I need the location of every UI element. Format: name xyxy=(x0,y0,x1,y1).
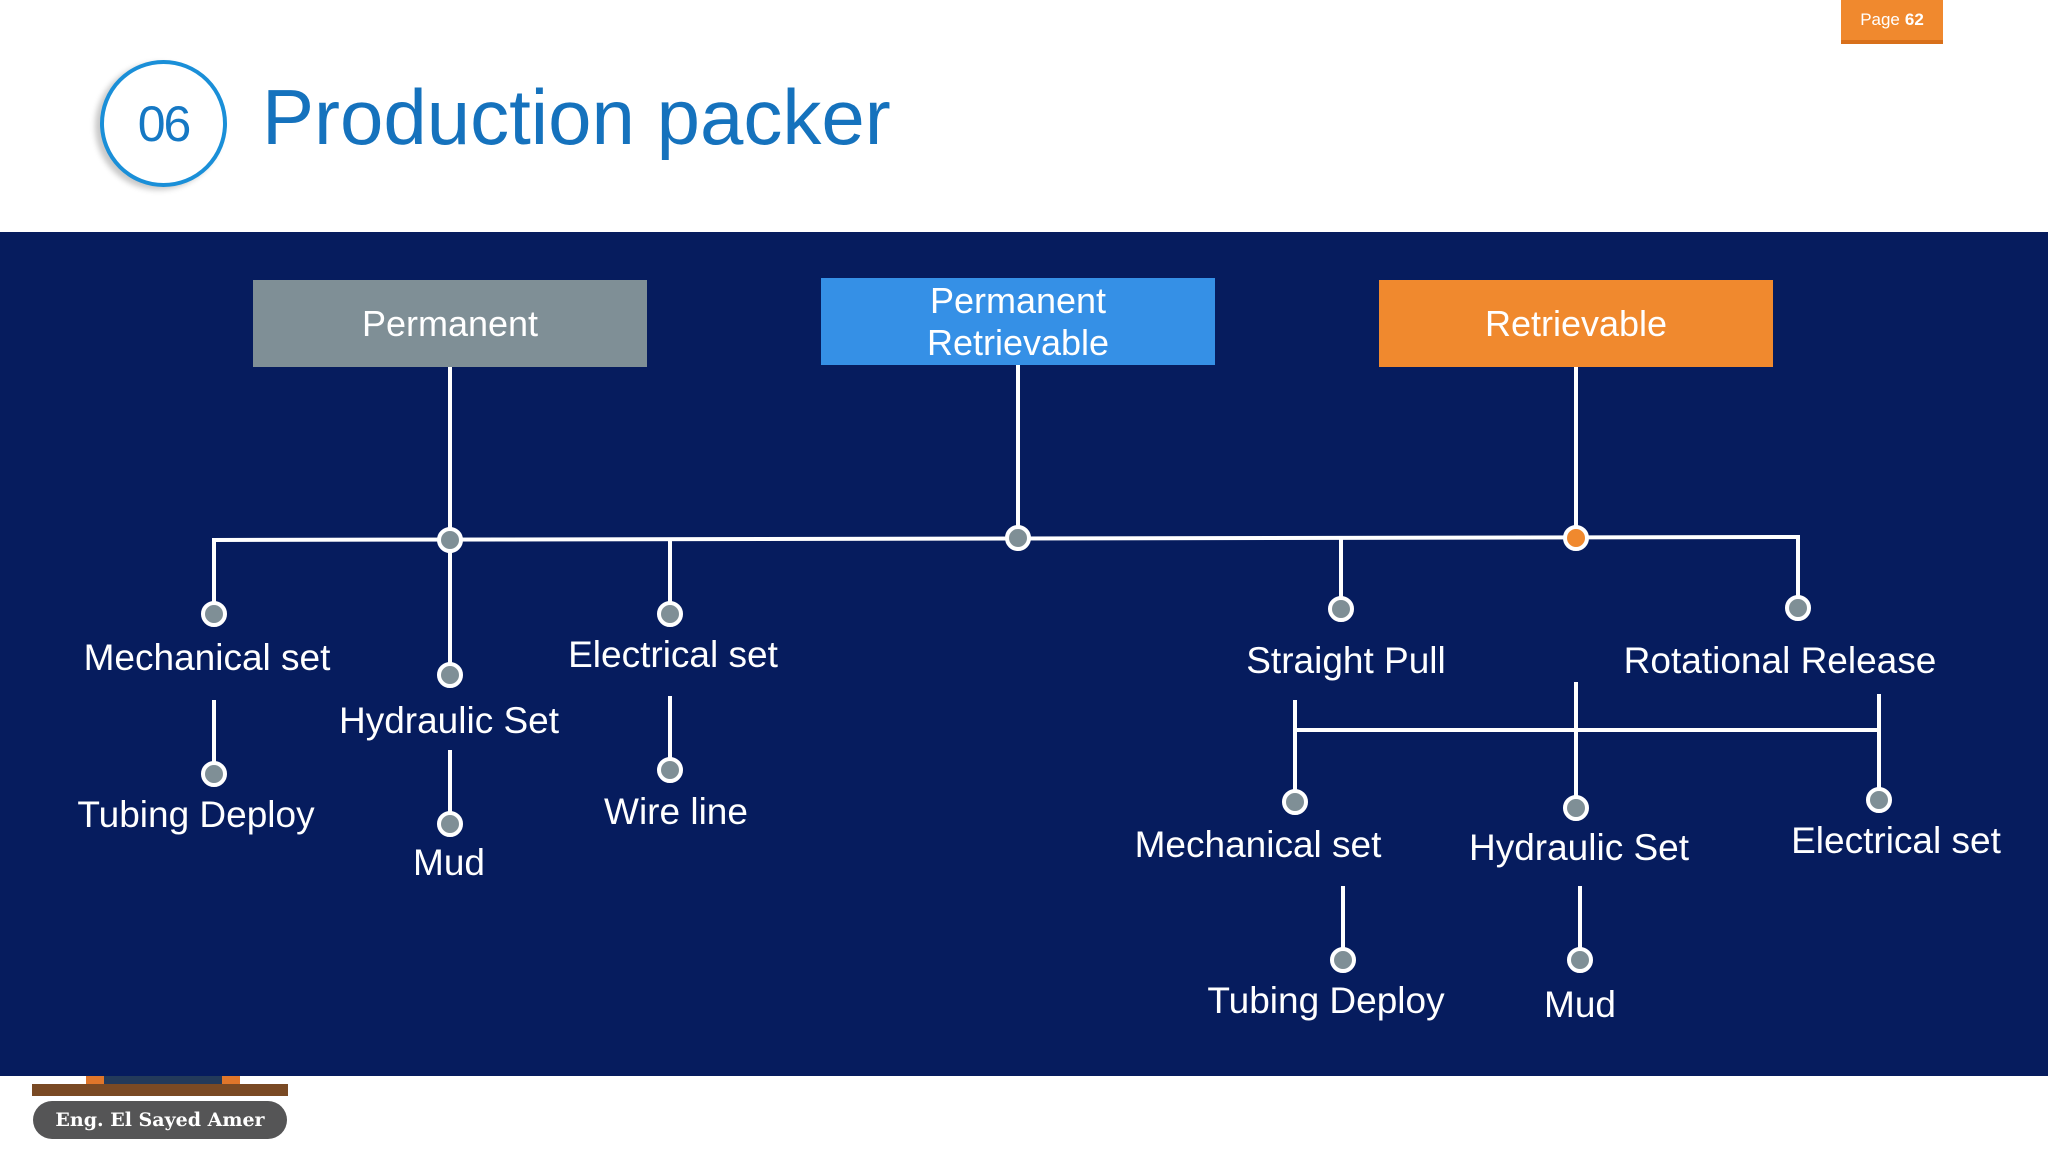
node-mechanical-set xyxy=(201,601,227,627)
label-sub-tubing-deploy: Tubing Deploy xyxy=(1207,980,1445,1021)
node-mud xyxy=(437,811,463,837)
page-number: 62 xyxy=(1904,10,1924,29)
label-sub-hydraulic-set: Hydraulic Set xyxy=(1468,827,1690,868)
label-hydraulic-set: Hydraulic Set xyxy=(338,700,560,741)
footer-tab-right xyxy=(222,1076,240,1084)
label-wire-line: Wire line xyxy=(604,791,748,832)
node-sub-hydraulic-set xyxy=(1563,795,1589,821)
node-wire-line xyxy=(657,757,683,783)
node-sub-tubing-deploy xyxy=(1330,947,1356,973)
label-mechanical-set: Mechanical set xyxy=(83,637,331,678)
footer-decoration xyxy=(32,1076,288,1098)
diagram-panel: Permanent Permanent Retrievable Retrieva… xyxy=(0,232,2048,1076)
label-sub-electrical-set: Electrical set xyxy=(1791,820,2001,861)
author-badge: Eng. El Sayed Amer xyxy=(33,1101,287,1139)
category-permanent-retrievable: Permanent Retrievable xyxy=(821,278,1215,365)
footer-bar xyxy=(32,1084,288,1096)
node-permanent-junction xyxy=(437,527,463,553)
label-tubing-deploy: Tubing Deploy xyxy=(77,794,315,835)
category-permanent: Permanent xyxy=(253,280,647,367)
node-permanent-retrievable-junction xyxy=(1005,525,1031,551)
label-sub-mud: Mud xyxy=(1544,984,1616,1025)
section-number-circle: 06 xyxy=(100,60,227,187)
page-label: Page xyxy=(1860,10,1900,29)
node-sub-mechanical-set xyxy=(1282,789,1308,815)
node-hydraulic-set xyxy=(437,662,463,688)
label-mud: Mud xyxy=(413,842,485,883)
node-electrical-set xyxy=(657,601,683,627)
label-electrical-set: Electrical set xyxy=(568,634,778,675)
footer-tab-left xyxy=(86,1076,104,1084)
label-straight-pull: Straight Pull xyxy=(1246,640,1446,681)
section-number: 06 xyxy=(137,95,192,152)
diagram-connectors xyxy=(201,363,1892,973)
node-tubing-deploy xyxy=(201,761,227,787)
footer-tab-middle xyxy=(104,1076,222,1084)
node-sub-electrical-set xyxy=(1866,787,1892,813)
page-title: Production packer xyxy=(262,73,891,161)
page-number-badge: Page 62 xyxy=(1841,0,1943,44)
node-sub-mud xyxy=(1567,947,1593,973)
label-sub-mechanical-set: Mechanical set xyxy=(1134,824,1382,865)
category-retrievable: Retrievable xyxy=(1379,280,1773,367)
node-straight-pull xyxy=(1328,596,1354,622)
node-retrievable-junction xyxy=(1563,525,1589,551)
node-rotational-release xyxy=(1785,595,1811,621)
label-rotational-release: Rotational Release xyxy=(1623,640,1937,681)
